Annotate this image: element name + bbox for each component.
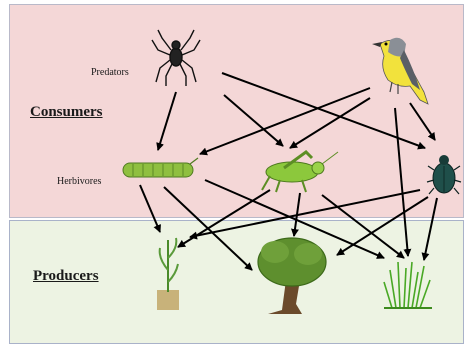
arrow-spider-grasshopper <box>224 95 283 146</box>
tree-icon <box>258 238 326 314</box>
grasshopper-icon <box>262 152 338 192</box>
arrow-beetle-tree <box>337 197 428 255</box>
arrow-bird-grass <box>395 108 408 256</box>
arrow-bird-caterpillar <box>200 88 370 154</box>
arrow-spider-caterpillar <box>158 92 176 150</box>
seedling-icon <box>157 238 179 310</box>
arrow-caterpillar-seedling <box>140 185 160 232</box>
caterpillar-icon <box>123 158 198 177</box>
arrow-beetle-seedling <box>190 190 420 237</box>
bird-icon <box>372 38 428 104</box>
arrow-beetle-grass <box>424 198 437 260</box>
spider-icon <box>152 30 200 86</box>
grass-icon <box>384 262 432 308</box>
arrow-bird-beetle <box>410 103 435 140</box>
beetle-icon <box>427 155 461 194</box>
arrow-grasshopper-seedling <box>178 190 270 247</box>
